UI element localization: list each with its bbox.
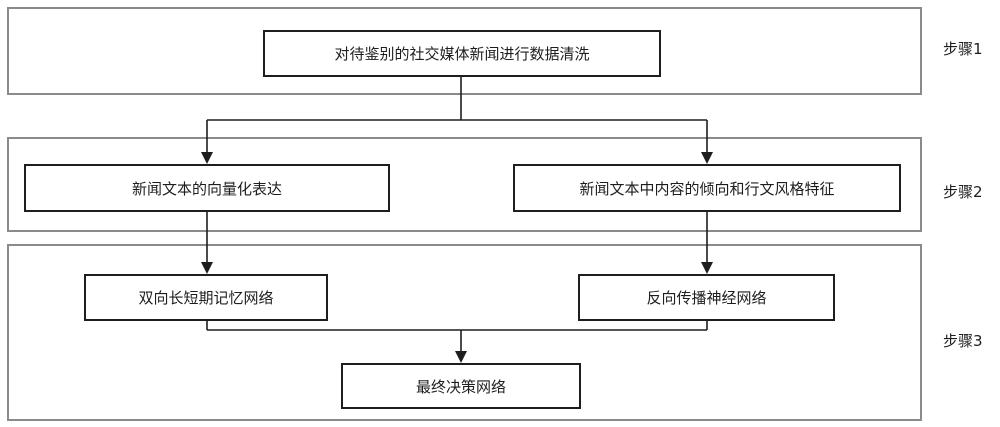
step-1-label: 步骤1 (943, 40, 983, 58)
step-3-label: 步骤3 (943, 332, 983, 350)
node-vectorization-label: 新闻文本的向量化表达 (131, 179, 282, 198)
step-2-label: 步骤2 (943, 183, 983, 201)
node-backprop-network: 反向传播神经网络 (578, 274, 835, 321)
node-content-style-features: 新闻文本中内容的倾向和行文风格特征 (513, 164, 901, 212)
node-data-cleaning-label: 对待鉴别的社交媒体新闻进行数据清洗 (334, 45, 590, 63)
node-content-style-features-label: 新闻文本中内容的倾向和行文风格特征 (579, 179, 835, 198)
node-bilstm: 双向长短期记忆网络 (84, 274, 328, 321)
node-data-cleaning: 对待鉴别的社交媒体新闻进行数据清洗 (263, 30, 661, 77)
node-final-decision-label: 最终决策网络 (415, 377, 506, 396)
node-bilstm-label: 双向长短期记忆网络 (138, 289, 274, 307)
stage-3-box (7, 244, 922, 421)
node-vectorization: 新闻文本的向量化表达 (24, 164, 390, 212)
node-final-decision: 最终决策网络 (341, 363, 581, 409)
node-backprop-network-label: 反向传播神经网络 (646, 289, 767, 307)
